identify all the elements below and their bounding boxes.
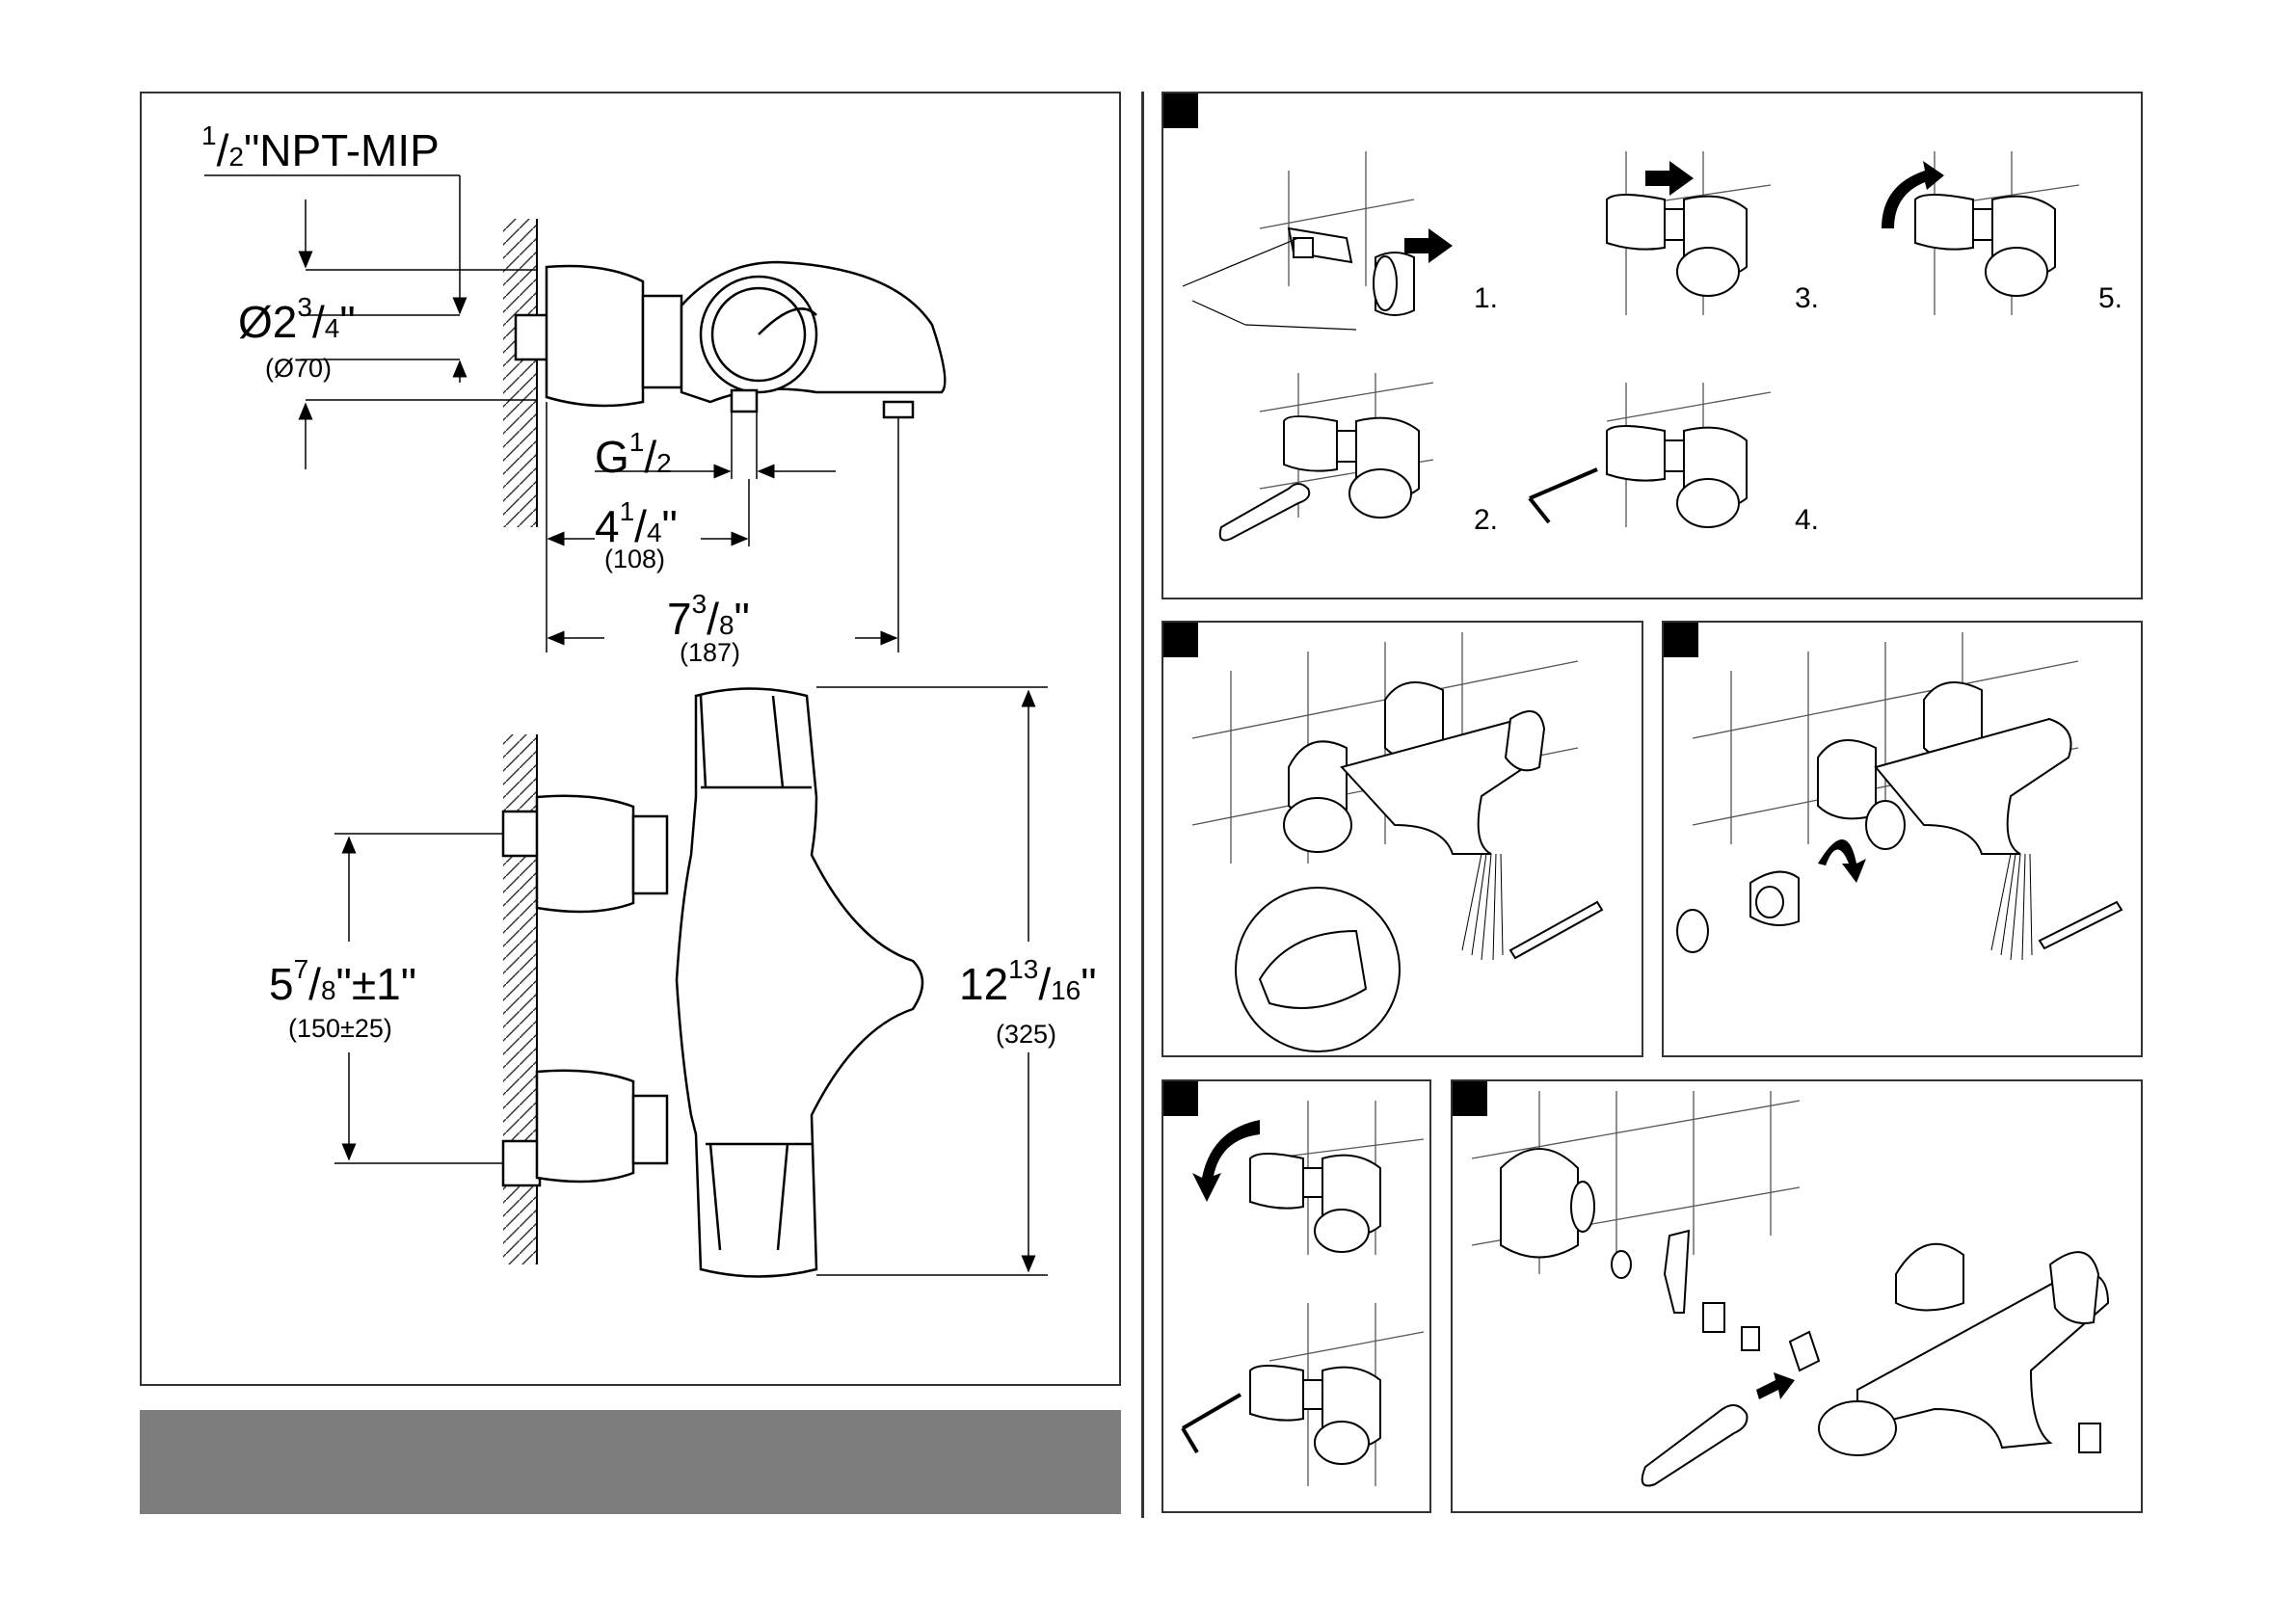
step-2-label: 2. [1474,506,1498,535]
step3-valve [1607,195,1747,296]
wall-hatch-top [503,219,537,527]
dimension-drawing [142,93,1121,1386]
water-spray-icon [1462,854,1503,960]
step5-valve [1915,195,2055,296]
diameter-metric: (Ø70) [265,356,332,382]
diameter-label: Ø23/4" [238,294,356,344]
npt-label: 1/2"NPT-MIP [201,122,440,173]
step2-valve [1284,416,1419,518]
spout-offset-metric: (108) [604,546,665,572]
g-thread-label: G1/2 [595,429,672,479]
spout-length-metric: (187) [680,640,740,666]
step-3-label: 3. [1795,284,1819,313]
panel-installation-steps: 1. 2. 3. 4. 5. [1161,92,2143,599]
step1-fitting [1289,228,1414,315]
vertical-divider [1141,92,1144,1518]
steps-illustration [1163,93,2143,599]
side-view-body [516,262,945,417]
step-5-label: 5. [2098,284,2122,313]
dimension-drawing-panel: 1/2"NPT-MIP Ø23/4" (Ø70) G1/2 41/4" (108… [140,92,1121,1386]
panel-handle-refit [1161,1079,1431,1513]
centers-label: 57/8"±1" [269,956,416,1006]
wrench-icon [1220,484,1310,541]
panel-handle-removal [1662,621,2143,1057]
centers-metric: (150±25) [288,1016,392,1042]
water-spray-icon [1991,854,2032,960]
spout-length-label: 73/8" [667,591,750,641]
cartridge-assembly-illustration [1453,1081,2143,1513]
temperature-check-illustration [1163,623,1643,1057]
thermometer-icon [1510,902,1602,958]
arrow-right-icon [1645,161,1694,196]
step-1-label: 1. [1474,284,1498,313]
height-label: 1213/16" [959,956,1097,1006]
hex-key-icon [1530,469,1597,522]
spout-offset-label: 41/4" [595,498,678,548]
front-view-body [503,689,922,1277]
dimension-lines-top [204,175,898,652]
handle-refit-illustration [1163,1081,1431,1513]
rotate-arrow-icon [1818,839,1866,883]
panel-cartridge-assembly [1451,1079,2143,1513]
panel-temperature-check [1161,621,1643,1057]
hex-key-icon [1183,1395,1241,1452]
gray-band [140,1410,1121,1514]
step4-valve [1607,426,1747,527]
thermometer-icon [2040,902,2122,948]
step-4-label: 4. [1795,506,1819,535]
handle-removal-illustration [1664,623,2143,1057]
wrench-icon [1642,1405,1748,1486]
arrow-right-icon [1756,1372,1795,1399]
height-metric: (325) [996,1022,1056,1048]
